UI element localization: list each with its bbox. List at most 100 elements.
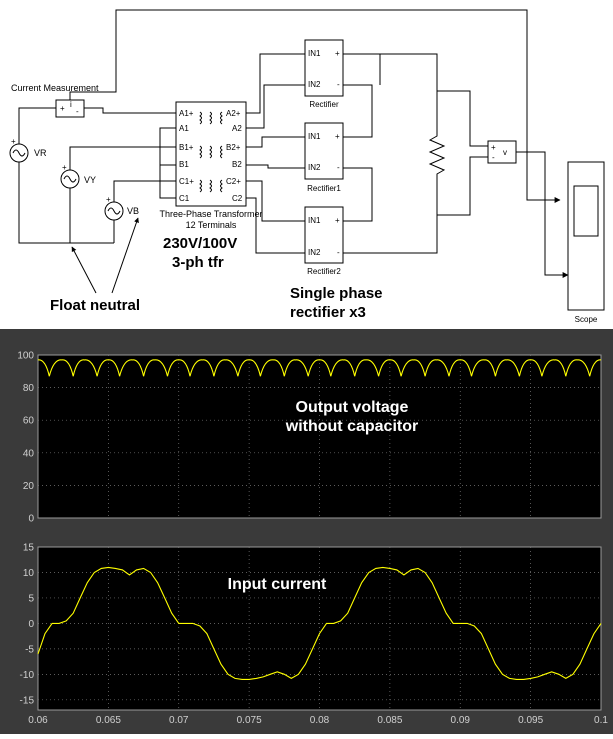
scope-block[interactable] (567, 161, 605, 311)
annotation-transformer-rating: 230V/100V (163, 235, 237, 252)
x-tick-label: 0.065 (96, 715, 121, 726)
annotation-transformer-type: 3-ph tfr (172, 254, 224, 271)
source-vy[interactable] (60, 169, 80, 189)
plot-annotation-output-line2: without capacitor (285, 418, 418, 435)
plot-area (37, 354, 602, 519)
rectifier-block[interactable]: IN1 IN2 + - (304, 39, 344, 97)
svg-text:+: + (106, 195, 111, 204)
svg-text:B1+: B1+ (179, 143, 194, 152)
current-measurement-block[interactable]: + i - (55, 99, 85, 118)
svg-text:+: + (11, 137, 16, 146)
x-tick-label: 0.095 (518, 715, 543, 726)
svg-text:+: + (335, 216, 340, 225)
svg-text:IN2: IN2 (308, 163, 321, 172)
source-vy-label: VY (84, 175, 96, 185)
y-tick-label: 5 (28, 593, 34, 604)
y-tick-label: 10 (23, 568, 35, 579)
voltage-measurement-block[interactable]: + - v (487, 140, 517, 164)
svg-text:IN2: IN2 (308, 248, 321, 257)
svg-text:+: + (335, 132, 340, 141)
y-tick-label: -10 (20, 670, 35, 681)
rectifier2-label: Rectifier2 (307, 267, 341, 276)
x-tick-label: 0.09 (451, 715, 471, 726)
svg-text:-: - (492, 153, 495, 162)
x-tick-label: 0.085 (377, 715, 402, 726)
svg-text:+: + (491, 143, 496, 152)
svg-text:-: - (337, 248, 340, 257)
source-vb-label: VB (127, 206, 139, 216)
svg-text:C1: C1 (179, 194, 190, 203)
y-tick-label: -5 (25, 644, 34, 655)
x-tick-label: 0.1 (594, 715, 608, 726)
scope-screen-icon (573, 185, 599, 237)
y-tick-label: 20 (23, 481, 35, 492)
three-phase-transformer[interactable]: A1+ A1 B1+ B1 C1+ C1 A2+ A2 B2+ B2 C2+ C… (175, 101, 247, 207)
arrow-to-neutral (71, 246, 97, 294)
annotation-rectifier-line1: Single phase (290, 285, 383, 302)
svg-text:A1: A1 (179, 124, 189, 133)
x-tick-label: 0.075 (237, 715, 262, 726)
y-tick-label: 40 (23, 448, 35, 459)
svg-text:A2+: A2+ (226, 109, 241, 118)
scope-label: Scope (575, 315, 598, 324)
svg-text:IN1: IN1 (308, 132, 321, 141)
arrow-to-neutral-2 (111, 217, 139, 294)
svg-text:IN1: IN1 (308, 216, 321, 225)
sine-icon (12, 149, 26, 157)
x-tick-label: 0.06 (28, 715, 48, 726)
current-measurement-label: Current Measurement (11, 83, 99, 93)
svg-text:+: + (335, 49, 340, 58)
plot-annotation-input: Input current (228, 576, 327, 593)
svg-text:IN2: IN2 (308, 80, 321, 89)
current-measurement-i: i (70, 100, 72, 109)
current-measurement-plus: + (60, 104, 65, 113)
svg-text:+: + (62, 163, 67, 172)
y-tick-label: 0 (28, 514, 34, 525)
annotation-float-neutral: Float neutral (50, 297, 140, 314)
y-tick-label: 100 (17, 351, 34, 362)
plot-annotation-output-line1: Output voltage (296, 399, 409, 416)
output-voltage-trace (37, 359, 602, 377)
sine-icon (63, 175, 77, 183)
svg-text:-: - (337, 80, 340, 89)
plot-area (37, 546, 602, 711)
y-tick-label: 80 (23, 383, 35, 394)
source-vr[interactable] (9, 143, 29, 163)
output-voltage-plot: 0 20 40 60 80 100 Output voltage without capa… (17, 351, 602, 525)
transformer-label: Three-Phase Transformer (159, 209, 262, 219)
svg-text:C2+: C2+ (226, 177, 241, 186)
annotation-rectifier-line2: rectifier x3 (290, 304, 366, 321)
svg-text:A1+: A1+ (179, 109, 194, 118)
y-tick-label: 0 (28, 619, 34, 630)
rectifier2-block[interactable]: IN1 IN2 + - (304, 206, 344, 264)
svg-text:C1+: C1+ (179, 177, 194, 186)
svg-text:IN1: IN1 (308, 49, 321, 58)
source-vb[interactable] (104, 201, 124, 221)
svg-text:C2: C2 (232, 194, 243, 203)
svg-text:B2+: B2+ (226, 143, 241, 152)
source-vr-label: VR (34, 148, 47, 158)
svg-text:B1: B1 (179, 160, 189, 169)
x-tick-label: 0.07 (169, 715, 189, 726)
sine-icon (107, 207, 121, 215)
load-resistor[interactable] (428, 130, 446, 178)
y-tick-label: 60 (23, 416, 35, 427)
svg-text:v: v (503, 148, 507, 157)
circuit-diagram: + i - Current Measurement + VR + VY + VB (9, 9, 605, 324)
y-tick-label: 15 (23, 543, 35, 554)
rectifier1-label: Rectifier1 (307, 184, 341, 193)
rectifier1-block[interactable]: IN1 IN2 + - (304, 122, 344, 180)
svg-text:A2: A2 (232, 124, 242, 133)
svg-text:-: - (337, 163, 340, 172)
y-tick-label: -15 (20, 695, 35, 706)
input-current-trace (37, 566, 602, 680)
x-tick-label: 0.08 (310, 715, 330, 726)
transformer-sublabel: 12 Terminals (186, 220, 237, 230)
svg-text:B2: B2 (232, 160, 242, 169)
wire-current-to-scope (69, 9, 561, 203)
input-current-plot: -15 -10 -5 0 5 10 15 0.06 0.065 0.07 0.075 0.08 0.0… (20, 543, 609, 727)
current-measurement-minus: - (76, 107, 79, 116)
rectifier-label: Rectifier (309, 100, 339, 109)
